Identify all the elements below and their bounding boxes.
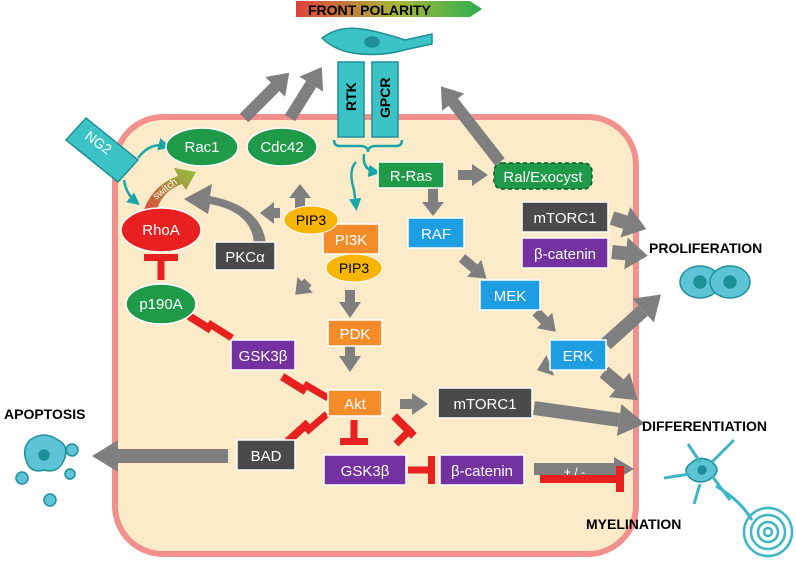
pdk-node: PDK (327, 319, 383, 347)
rhoa-node: RhoA (120, 207, 202, 253)
gsk3b-bottom-node: GSK3β (323, 454, 407, 486)
mek-label: MEK (494, 288, 527, 305)
pkca-label: PKCα (225, 249, 265, 266)
mtorc1-center-node: mTORC1 (437, 387, 533, 419)
mek-node: MEK (479, 279, 541, 311)
erk-node: ERK (549, 339, 607, 371)
differentiation-label: DIFFERENTIATION (642, 418, 767, 434)
rac1-node: Rac1 (165, 127, 239, 167)
receptor-to-pi3k-arrow (348, 161, 362, 211)
p190a-node: p190A (125, 283, 197, 325)
pip3-bottom-label: PIP3 (339, 260, 370, 276)
beta-catenin-right-node: β-catenin (521, 237, 609, 269)
gsk3b-left-label: GSK3β (239, 348, 288, 365)
akt-label: Akt (344, 396, 367, 413)
pip3-top-label: PIP3 (296, 212, 327, 228)
r-ras-label: R-Ras (390, 168, 433, 185)
bad-node: BAD (236, 439, 296, 471)
ng2-to-rhoa-arrow (122, 179, 140, 206)
proliferating-cells-icon (679, 265, 751, 299)
cdc42-node: Cdc42 (246, 127, 318, 167)
akt-node: Akt (327, 389, 383, 417)
pip3-bottom-node: PIP3 (325, 253, 383, 283)
front-polarity-banner: FRONT POLARITY (296, 1, 482, 18)
beta-catenin-bottom-node: β-catenin (439, 454, 525, 486)
cdc42-label: Cdc42 (260, 139, 303, 156)
gsk3b-left-node: GSK3β (230, 339, 296, 371)
myelination-label: MYELINATION (586, 516, 681, 532)
rtk-receptor: RTK (337, 61, 365, 138)
front-polarity-label: FRONT POLARITY (308, 2, 432, 18)
activation-arrows (92, 67, 661, 481)
pdk-label: PDK (340, 326, 371, 343)
polarized-cell-icon (320, 27, 433, 56)
ral-exocyst-label: Ral/Exocyst (503, 169, 583, 186)
mtorc1-center-label: mTORC1 (453, 396, 516, 413)
rhoa-label: RhoA (142, 222, 180, 239)
receptor-bracket (332, 139, 404, 153)
erk-label: ERK (563, 348, 594, 365)
beta-catenin-bottom-label: β-catenin (451, 463, 513, 480)
apoptosis-label: APOPTOSIS (4, 406, 85, 422)
plus-minus-label: + / - (564, 465, 585, 479)
proliferation-label: PROLIFERATION (649, 240, 762, 256)
p190a-label: p190A (139, 296, 182, 313)
ng2-to-rac1-arrow (137, 138, 171, 159)
inhibition-lines (144, 254, 624, 492)
ng2-receptor: NG2 (64, 116, 140, 184)
mtorc1-right-label: mTORC1 (533, 210, 596, 227)
bad-label: BAD (251, 448, 282, 465)
pip3-top-node: PIP3 (283, 205, 339, 235)
receptor-to-rras-arrow (362, 153, 381, 178)
r-ras-node: R-Ras (377, 161, 445, 189)
myelinating-cell-icon (663, 438, 794, 558)
raf-label: RAF (421, 226, 451, 243)
pkca-node: PKCα (214, 241, 276, 271)
mtorc1-right-node: mTORC1 (521, 201, 609, 233)
apoptotic-cell-icon (15, 434, 79, 507)
raf-node: RAF (407, 217, 465, 249)
gsk3b-bottom-label: GSK3β (341, 463, 390, 480)
gpcr-label: GPCR (377, 78, 393, 118)
ral-exocyst-node: Ral/Exocyst (493, 162, 593, 190)
pi3k-label: PI3K (335, 232, 368, 249)
gpcr-receptor: GPCR (371, 61, 399, 138)
rac1-label: Rac1 (184, 139, 219, 156)
rtk-label: RTK (343, 82, 359, 111)
beta-catenin-right-label: β-catenin (534, 246, 596, 263)
